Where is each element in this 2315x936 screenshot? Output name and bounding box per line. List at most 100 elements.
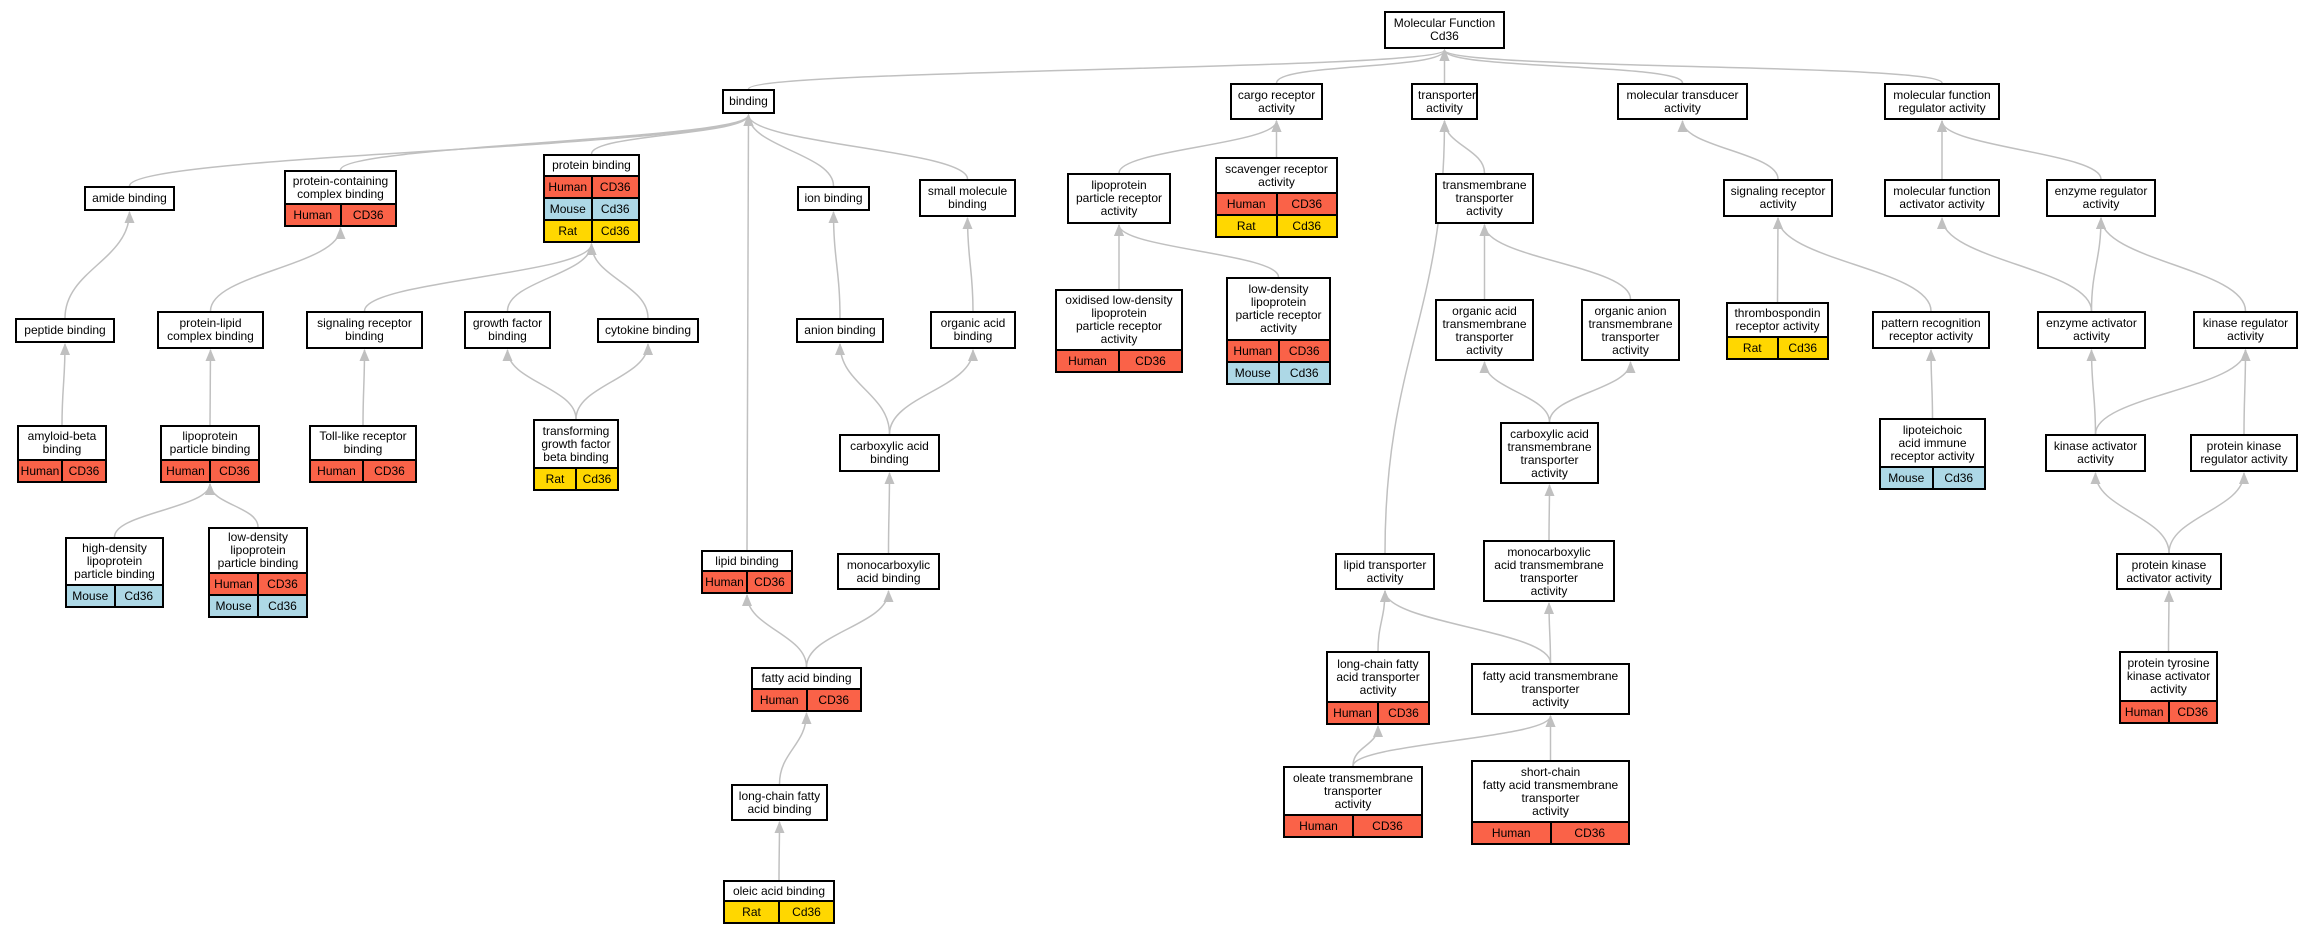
go-term-label-line: monocarboxylic [1507, 545, 1591, 559]
species-cell: Human [19, 461, 61, 481]
species-cell: Human [703, 572, 746, 592]
go-term-label-line: acid transporter [1336, 669, 1420, 684]
go-term-label-line: complex binding [297, 186, 384, 201]
edge-patrec-to-sigrecact [1773, 217, 1932, 312]
go-term-label: fatty acid binding [753, 669, 860, 688]
go-term-label-line: molecular function [1893, 88, 1991, 102]
gene-symbol-cell: Cd36 [590, 199, 638, 219]
go-term-label-line: growth factor [472, 316, 543, 330]
go-term-label-line: activity [1759, 197, 1797, 211]
go-term-label: lipid binding [703, 552, 791, 570]
edge-fab-to-lipid [742, 594, 808, 668]
go-term-label-line: activity [1100, 204, 1138, 218]
species-cell: Human [545, 177, 591, 197]
edge-tgfb-to-gfb [502, 349, 577, 420]
go-term-label-line: carboxylic acid [1510, 427, 1589, 441]
edge-fab-to-monocarb [805, 590, 894, 668]
go-term-label: protein binding [545, 156, 638, 175]
go-term-label-line: enzyme activator [2046, 316, 2137, 330]
gene-symbol-cell: CD36 [362, 461, 415, 481]
go-term-label-line: activity [1100, 332, 1138, 346]
gene-symbol-cell: Cd36 [1931, 468, 1984, 488]
edge-protein-to-binding [590, 114, 754, 155]
species-cell: Human [1228, 341, 1278, 361]
species-cell: Rat [535, 469, 575, 489]
go-term-label-line: protein kinase [2206, 439, 2282, 453]
go-term-label-line: binding [345, 329, 384, 343]
edge-mfreg-to-mf [1439, 49, 1943, 84]
species-cell: Human [1285, 816, 1352, 836]
go-term-label-line: transmembrane [1588, 317, 1673, 331]
species-cell: Human [311, 461, 362, 481]
go-term-label-line: lipoprotein [182, 429, 238, 443]
edge-ldl-to-lppb [205, 483, 259, 528]
edge-lcfatrans-to-lipidtrans [1377, 590, 1390, 652]
edge-lpreceptor-to-cargo [1118, 120, 1282, 174]
edge-lipoteichoic-to-patrec [1926, 349, 1937, 419]
go-term-label-line: protein binding [552, 158, 631, 172]
go-term-label-line: particle binding [217, 556, 299, 570]
go-term-label-line: transporter [1519, 571, 1579, 585]
edge-fatm-to-monocarbtm [1544, 602, 1555, 664]
go-term-label-line: activity [1334, 796, 1372, 811]
go-term-label-line: lipoprotein [86, 554, 143, 568]
go-term-label-line: long-chain fatty [1337, 656, 1419, 671]
go-term-label-line: carboxylic acid [850, 439, 929, 453]
go-term-label: anion binding [798, 320, 882, 341]
go-term-label-line: molecular transducer [1626, 88, 1739, 102]
go-term-label-line: protein-lipid [179, 316, 242, 330]
species-cell: Human [162, 461, 209, 481]
go-term-label-line: activity [1466, 204, 1503, 218]
gene-symbol-cell: CD36 [257, 574, 306, 594]
go-term-label: amide binding [86, 188, 173, 209]
edge-fatm-to-lipidtrans [1380, 590, 1552, 664]
gene-symbol-cell: CD36 [339, 205, 395, 225]
go-term-ion: ion binding [797, 186, 870, 211]
gene-symbol-cell: CD36 [746, 572, 791, 592]
go-term-label-line: regulator activity [2200, 452, 2288, 466]
go-term-label-line: activity [1258, 174, 1295, 189]
edge-carbacid-to-orgacid [888, 349, 978, 435]
go-term-label-line: organic anion [1594, 304, 1667, 318]
gene-symbol-cell: CD36 [61, 461, 105, 481]
go-term-label-line: activity [2073, 329, 2110, 343]
gene-symbol-cell: Cd36 [590, 221, 638, 241]
gene-symbol-cell: CD36 [1549, 823, 1628, 843]
go-term-label-line: particle receptor [1235, 308, 1322, 322]
edge-kinact-to-kinreg [2094, 349, 2251, 435]
go-term-label-line: activator activity [2126, 571, 2212, 585]
go-term-label-line: kinase regulator [2202, 316, 2289, 330]
go-term-label-line: binding [953, 329, 993, 343]
